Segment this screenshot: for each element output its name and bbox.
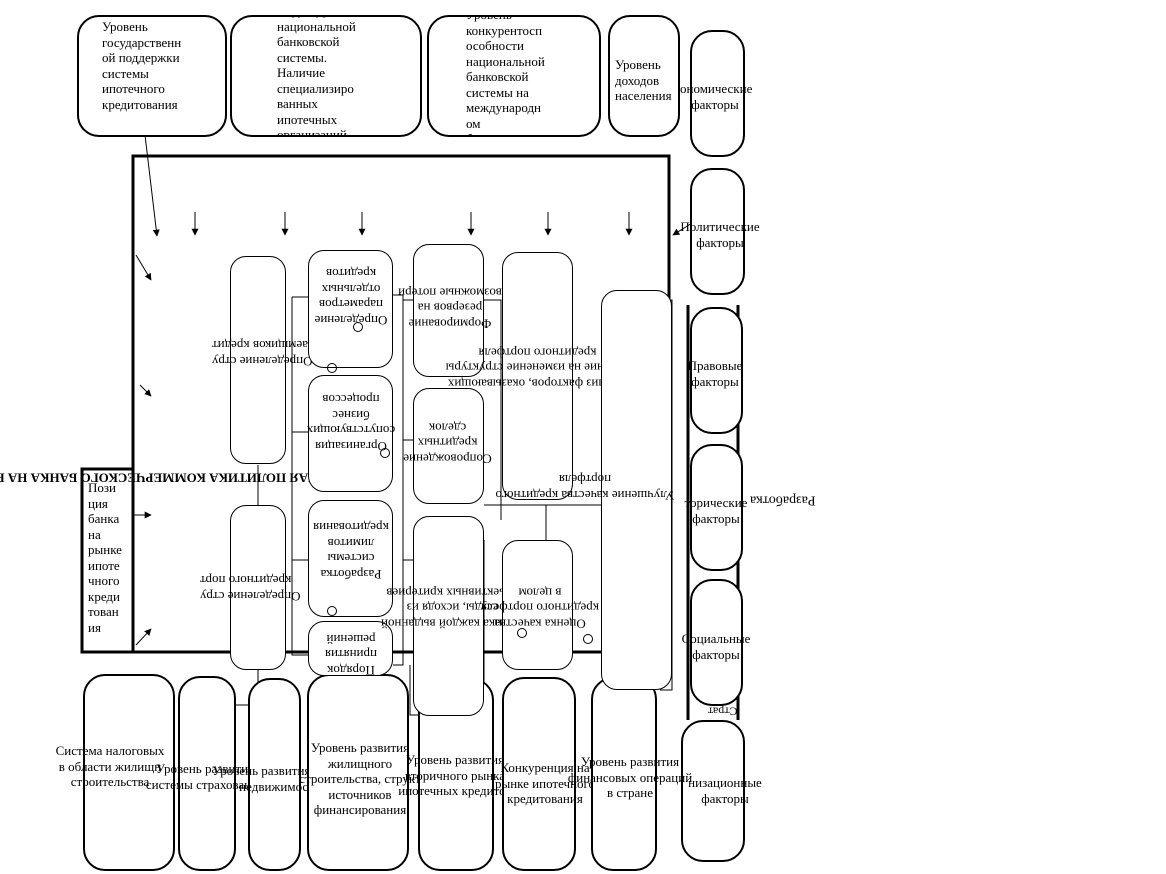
factor-label-historical: торические факторы: [684, 495, 748, 526]
factor-box-organizational: [681, 720, 745, 862]
factor-box-historical: [690, 444, 743, 571]
factor-box-state-support: Уровень государственн ой поддержки систе…: [77, 15, 227, 137]
block-label: Улучшение качества кредитного портфеля: [495, 472, 675, 504]
factor-label-financial-operations: Уровень развития финансовых операций в с…: [567, 754, 693, 800]
factor-label: Уровень государственн ой поддержки систе…: [102, 19, 182, 112]
strat-text: Страт: [708, 704, 738, 719]
factor-box-social: [690, 579, 743, 706]
block-reserves: [413, 244, 484, 377]
factor-label-insurance: Уровень развития системы страхования: [145, 761, 265, 792]
left-position-label: Пози ция банка на рынке ипоте чного кред…: [88, 480, 122, 635]
factor-label-competition: Конкуренция на рынке ипотечного кредитов…: [494, 760, 596, 806]
factor-box-income: Уровень доходов населения: [608, 15, 680, 137]
factor-box-legal: [690, 307, 743, 434]
block-portfolio-quality: [502, 540, 573, 670]
bullet-icon: [583, 634, 593, 644]
factor-label-political: Политические факторы: [680, 219, 760, 250]
factor-label-real-estate: Уровень развития рынка недвижимости: [212, 763, 347, 794]
factor-box-political: [690, 168, 745, 295]
block-label: Разработка системы лимитов кредитования: [313, 520, 389, 583]
left-position-frame: [80, 467, 135, 654]
factor-label-housing-construction: Уровень развития жилищного строительства…: [299, 740, 421, 817]
factor-box-housing-construction: [307, 674, 409, 871]
factor-label-social: Социальные факторы: [681, 631, 751, 662]
bullet-icon: [353, 322, 363, 332]
factor-box-economic: [690, 30, 745, 157]
factor-label-economic: ономические факторы: [680, 81, 753, 112]
factor-box-insurance: [178, 676, 236, 871]
factor-box-competitiveness: Уровень конкурентосп особности националь…: [427, 15, 601, 137]
factor-label: Уровень доходов населения: [615, 57, 672, 103]
block-borrower-structure: [230, 256, 286, 464]
factor-label: Структура национальной банковской систем…: [277, 17, 356, 137]
block-label: Оценка качества кредитного портфеля в це…: [481, 585, 600, 632]
factor-box-real-estate: [248, 678, 301, 871]
block-portfolio-structure: [230, 505, 286, 670]
block-factor-analysis: [502, 252, 573, 500]
block-limit-system: [308, 500, 393, 617]
bullet-icon: [517, 628, 527, 638]
factor-label-organizational: низационные факторы: [688, 775, 762, 806]
factor-label-secondary-market: Уровень развития вторичного рынка ипотеч…: [398, 752, 512, 798]
factor-box-competition: [502, 677, 576, 871]
right-vertical-text: Разработка: [750, 492, 816, 508]
block-business-processes: [308, 375, 393, 492]
factor-label: Уровень конкурентосп особности националь…: [466, 17, 545, 135]
factor-label-tax-system: Система налоговых в области жилищн строи…: [55, 743, 165, 789]
block-label: Сопровождение кредитных сделок: [403, 420, 492, 467]
block-portfolio-improvement: [601, 290, 672, 690]
block-label: Определение параметров отдельных кредито…: [314, 266, 388, 329]
factor-box-tax-system: [83, 674, 175, 871]
block-decision-procedure: [308, 621, 393, 676]
block-label: Формирование резервов на возможные потер…: [398, 285, 502, 332]
block-loan-support: [413, 388, 484, 504]
block-loan-parameters: [308, 250, 393, 368]
factor-box-banking-structure: Структура национальной банковской систем…: [230, 15, 422, 137]
block-loan-assessment: [413, 516, 484, 716]
bullet-icon: [380, 448, 390, 458]
block-label: Организация сопутствующих бизнес процесс…: [306, 392, 396, 455]
bullet-icon: [327, 363, 337, 373]
factor-box-financial-operations: [591, 677, 657, 871]
bullet-icon: [327, 606, 337, 616]
factor-label-legal: Правовые факторы: [687, 358, 743, 389]
